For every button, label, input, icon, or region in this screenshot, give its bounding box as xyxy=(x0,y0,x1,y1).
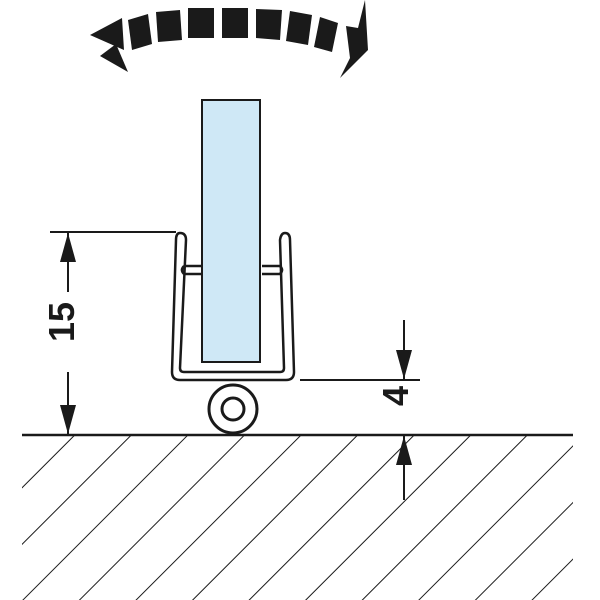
dimension-4 xyxy=(300,320,420,500)
swing-arrow-icon xyxy=(90,0,368,78)
dimension-15-label: 15 xyxy=(41,302,82,342)
dimension-4-label: 4 xyxy=(375,386,416,406)
seal-bulb xyxy=(207,383,259,435)
floor xyxy=(22,435,573,600)
seal-profile xyxy=(170,231,296,382)
glass-panel xyxy=(201,99,261,363)
dimension-15 xyxy=(50,231,176,435)
